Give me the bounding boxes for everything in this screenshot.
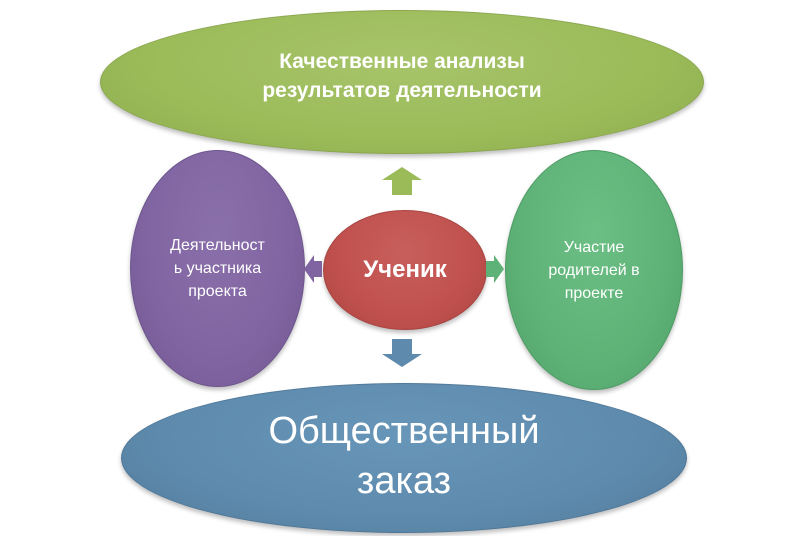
node-qualitative-analysis: Качественные анализы результатов деятель… xyxy=(100,10,704,154)
arrow-right-shape xyxy=(486,255,504,283)
node-student: Ученик xyxy=(323,210,487,330)
node-participant-activity: Деятельност ь участника проекта xyxy=(130,150,305,387)
node-qualitative-analysis-label: Качественные анализы результатов деятель… xyxy=(262,50,542,102)
arrow-right-icon xyxy=(486,255,504,283)
arrow-up-shape xyxy=(382,167,422,195)
arrow-down-icon xyxy=(382,339,422,367)
arrow-left-shape xyxy=(304,255,322,283)
arrow-left-icon xyxy=(304,255,322,283)
node-student-label: Ученик xyxy=(363,256,447,283)
node-parent-participation-label: Участие родителей в проекте xyxy=(548,238,640,302)
arrow-up-icon xyxy=(382,167,422,195)
node-participant-activity-label: Деятельност ь участника проекта xyxy=(170,237,265,300)
node-parent-participation: Участие родителей в проекте xyxy=(505,150,683,390)
node-social-order: Общественный заказ xyxy=(121,383,687,533)
node-social-order-label: Общественный заказ xyxy=(268,410,540,502)
arrow-down-shape xyxy=(382,339,422,367)
